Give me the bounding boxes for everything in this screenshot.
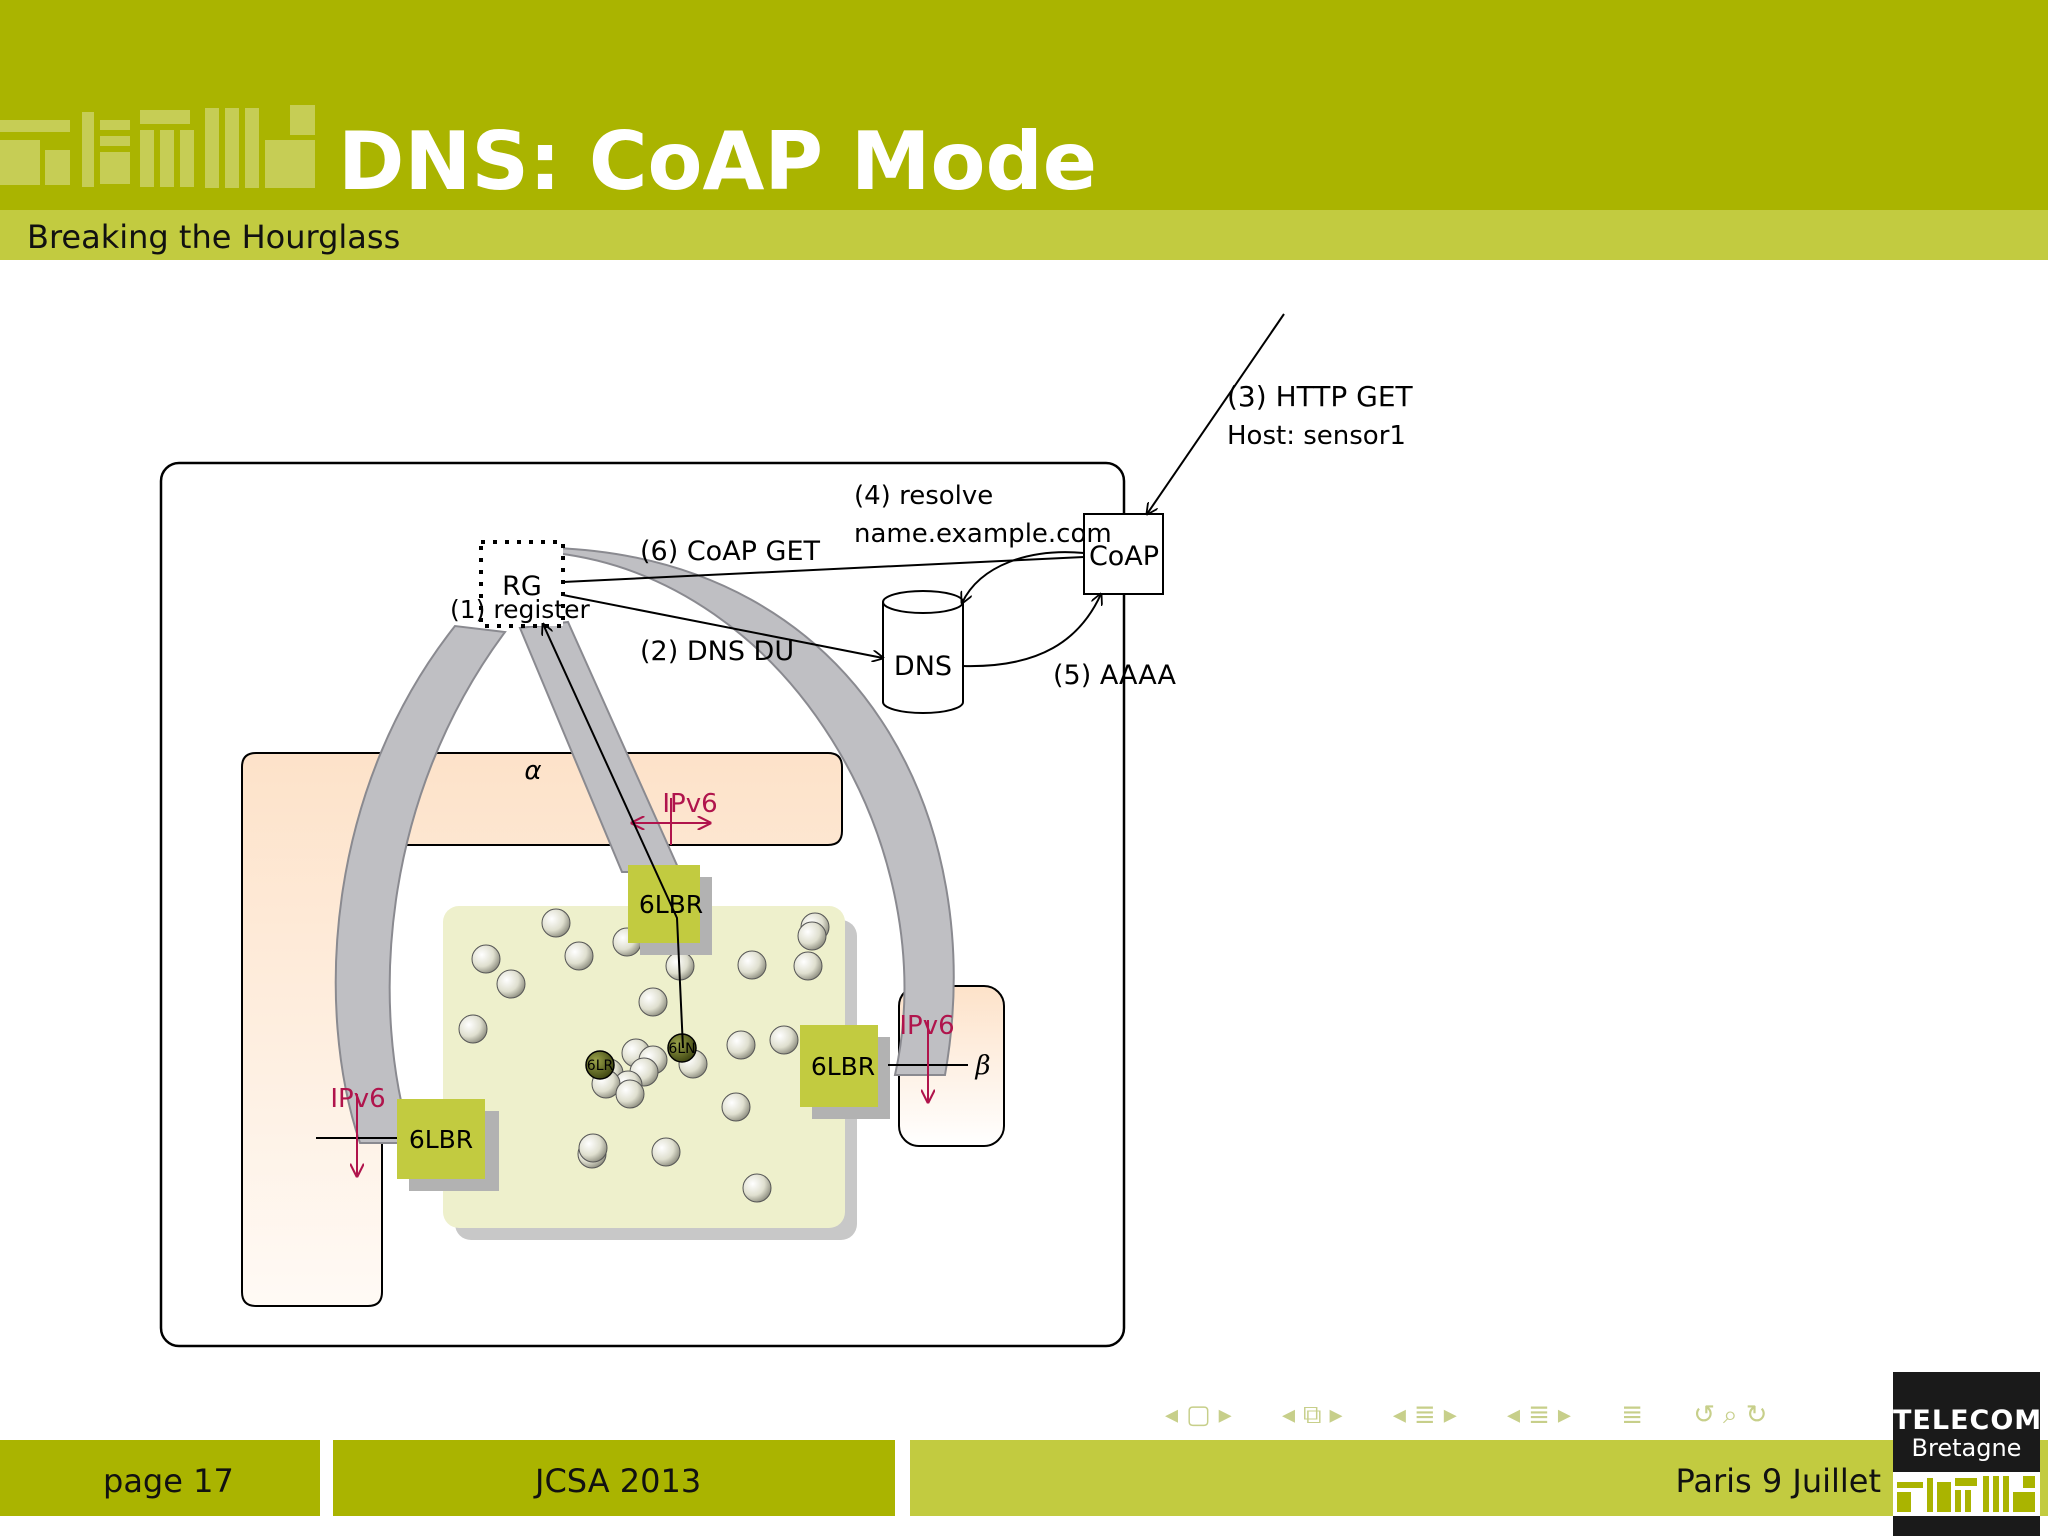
step5-label: (5) AAAA (1053, 660, 1176, 691)
slide-title: DNS: CoAP Mode (338, 115, 1097, 208)
dns-label: DNS (894, 651, 952, 682)
lbr-right: 6LBR (800, 1025, 890, 1119)
step4-line1: (4) resolve (854, 481, 993, 511)
sensor-node (721, 1092, 751, 1122)
footer-page-number: page 17 (103, 1462, 234, 1500)
http-get-arrow (1147, 313, 1285, 514)
footer-conference-cell (333, 1440, 895, 1516)
sensor-node (615, 1079, 645, 1109)
logo-line-telecom: TELECOM (1893, 1405, 2043, 1436)
sensor-node (458, 1014, 488, 1044)
logo-line-bretagne: Bretagne (1911, 1434, 2022, 1462)
step3-line2: Host: sensor1 (1227, 421, 1406, 451)
toc-nav-icon[interactable]: ≣ (1621, 1400, 1651, 1430)
footer-page-cell (0, 1440, 320, 1516)
coap-dns-diagram: α β 6LR 6LN 6LBR 6LBR 6LBR IPv6 IPv6 IPv6 (159, 313, 1414, 1348)
frame-nav-icon[interactable]: ◂⧉▸ (1281, 1400, 1351, 1430)
rg-box (479, 540, 565, 628)
sensor-node (541, 908, 571, 938)
sensor-node (564, 941, 594, 971)
step1-label: (1) register (450, 595, 590, 624)
sensor-node (793, 951, 823, 981)
sensor-node (638, 987, 668, 1017)
step2-label: (2) DNS DU (640, 636, 794, 667)
ipv6-top: IPv6 (632, 789, 718, 845)
sensor-nodes: 6LR 6LN (458, 903, 830, 1203)
sensor-node (471, 944, 501, 974)
logo-artwork-icon (1893, 1472, 2040, 1516)
resolve-arrow (962, 551, 1085, 603)
register-arrow (543, 624, 684, 1049)
step4-line2: name.example.com (854, 519, 1112, 549)
institution-logo-left (0, 105, 315, 188)
footer-conference: JCSA 2013 (535, 1462, 702, 1500)
lbr-left-label: 6LBR (409, 1125, 473, 1154)
tunnel-right (554, 546, 955, 1076)
dns-du-arrow (562, 594, 883, 658)
ipv6-left: IPv6 (330, 1084, 386, 1176)
step3-line1: (3) HTTP GET (1227, 380, 1414, 413)
lbr-right-label: 6LBR (811, 1052, 875, 1081)
ipv6-right: IPv6 (899, 1011, 955, 1102)
slide-subtitle: Breaking the Hourglass (27, 218, 401, 256)
slide-nav-icon[interactable]: ◂▢▸ (1165, 1400, 1240, 1430)
sensor-node (578, 1133, 608, 1163)
coap-get-line (562, 556, 1085, 583)
sensor-node (726, 1030, 756, 1060)
sensor-node (737, 950, 767, 980)
beamer-navigation[interactable]: ◂▢▸ ◂⧉▸ ◂≣▸ ◂≣▸ ≣ ↺⌕↻ (1165, 1400, 1801, 1431)
sensor-node (742, 1173, 772, 1203)
coap-proxy-box (1083, 513, 1164, 595)
alpha-label: α (524, 756, 541, 786)
coap-label: CoAP (1089, 541, 1159, 572)
lbr-left: 6LBR (397, 1099, 499, 1191)
sensor-node (496, 969, 526, 999)
router-node-6lr (585, 1050, 615, 1080)
telecom-bretagne-logo: TELECOM Bretagne (1893, 1372, 2043, 1536)
footer-date: Paris 9 Juillet (1675, 1462, 1881, 1500)
sensor-node (797, 921, 827, 951)
search-nav-icon[interactable]: ↺⌕↻ (1693, 1400, 1776, 1430)
title-bar (0, 0, 2048, 210)
beta-label: β (974, 1051, 990, 1081)
rg-label: RG (502, 571, 542, 602)
sensor-node (769, 1025, 799, 1055)
footer-date-cell (910, 1440, 2048, 1516)
lbr-top: 6LBR (628, 865, 712, 955)
subtitle-bar (0, 210, 2048, 260)
router-node-6lr-label: 6LR (587, 1058, 614, 1074)
sensor-node (651, 1137, 681, 1167)
aaaa-arrow (962, 594, 1101, 668)
dns-server: DNS (882, 590, 964, 714)
section-nav-icon[interactable]: ◂≣▸ (1392, 1400, 1465, 1430)
step6-label: (6) CoAP GET (640, 536, 821, 567)
slide-footer: page 17 JCSA 2013 Paris 9 Juillet (0, 1440, 2048, 1516)
leaf-node-6ln-label: 6LN (668, 1041, 695, 1057)
subsection-nav-icon[interactable]: ◂≣▸ (1507, 1400, 1579, 1430)
